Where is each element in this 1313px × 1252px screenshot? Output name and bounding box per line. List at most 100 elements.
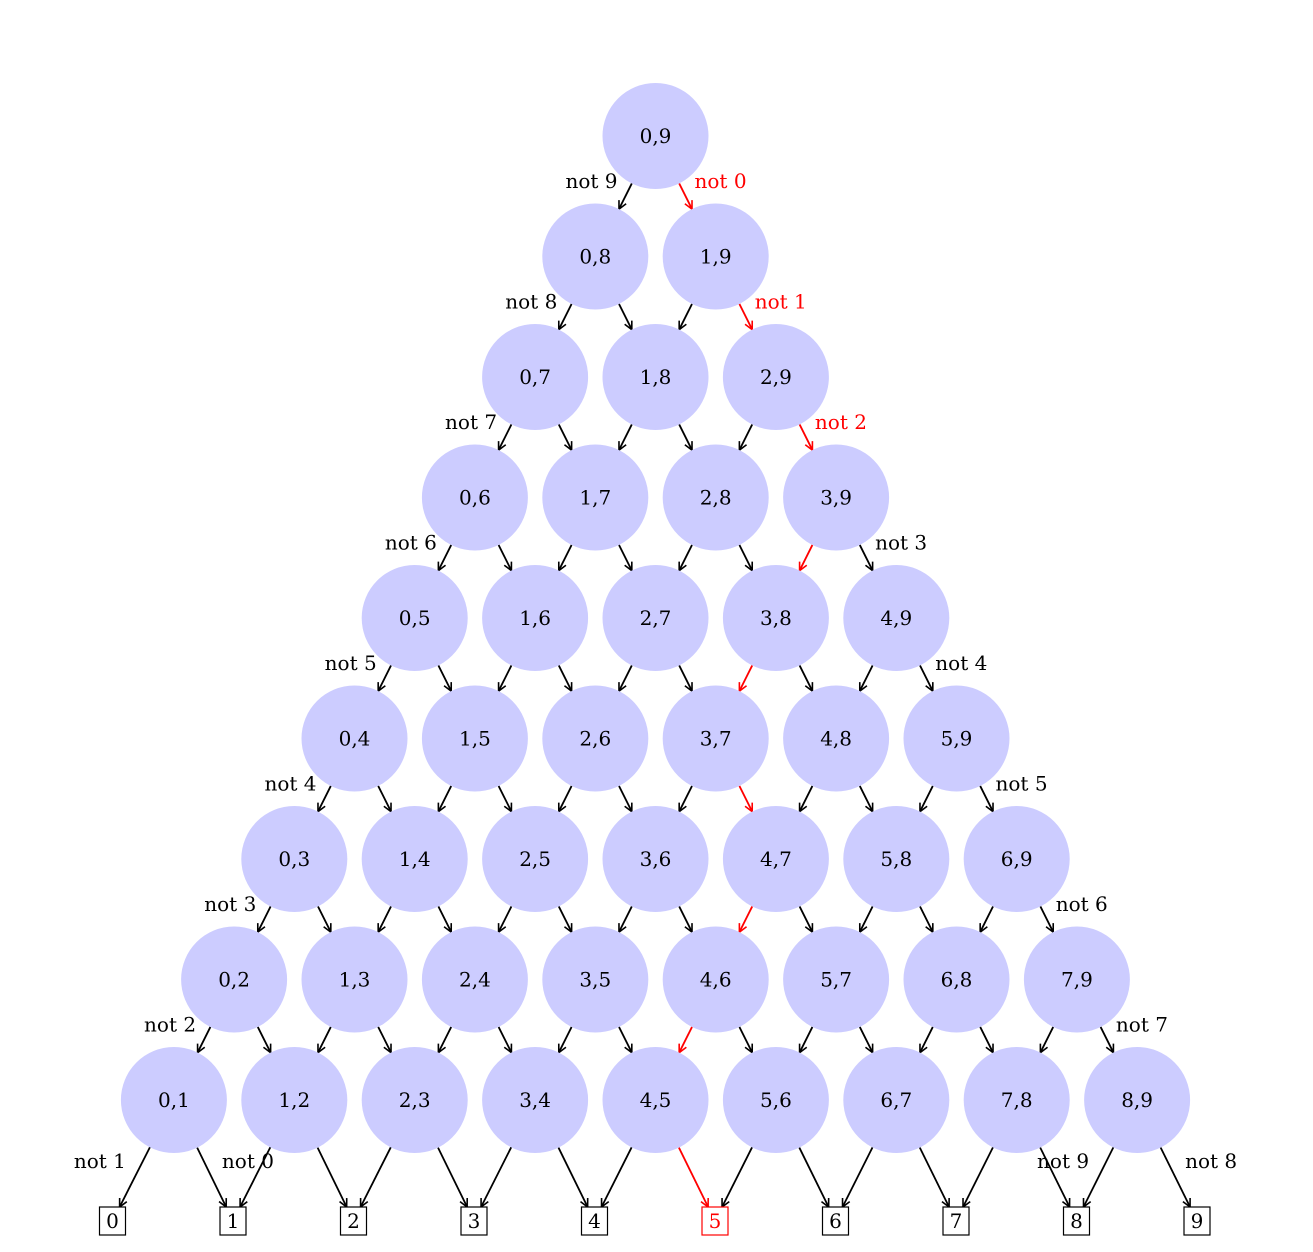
edge-arrow xyxy=(557,665,573,691)
edge-arrow xyxy=(618,183,633,209)
edge-arrow xyxy=(962,1146,994,1207)
edge-arrow xyxy=(858,1026,874,1053)
dag-node: 2,5 xyxy=(482,806,589,912)
edge-arrow xyxy=(1039,1147,1069,1207)
node-circle xyxy=(482,1047,589,1153)
edge-label: not 2 xyxy=(815,410,867,434)
node-label: 5,9 xyxy=(941,727,973,751)
node-circle xyxy=(241,806,348,912)
edge-arrow xyxy=(317,1026,332,1053)
edge-arrow xyxy=(437,1026,453,1053)
node-circle xyxy=(722,324,829,430)
edge-arrow xyxy=(557,906,573,932)
node-label: 4,5 xyxy=(640,1088,672,1112)
node-label: 4,6 xyxy=(700,968,732,992)
edge-arrow xyxy=(317,785,332,812)
edge-arrow xyxy=(678,544,693,571)
edge-arrow xyxy=(798,1026,814,1053)
edge-arrow xyxy=(979,1026,994,1053)
node-circle xyxy=(722,806,829,912)
edge-arrow xyxy=(678,1026,693,1053)
leaf-label: 9 xyxy=(1191,1209,1204,1233)
dag-node: 0,6 xyxy=(421,444,528,551)
leaf-label: 5 xyxy=(709,1209,722,1233)
edge-arrow xyxy=(557,1026,573,1053)
node-label: 5,8 xyxy=(880,847,912,871)
leaf-box-border xyxy=(339,1206,368,1236)
dag-node: 5,7 xyxy=(783,926,890,1033)
edge-arrow xyxy=(738,544,754,571)
edge-arrow xyxy=(557,544,573,571)
node-label: 0,5 xyxy=(399,606,431,630)
edge-label: not 8 xyxy=(505,290,557,314)
node-label: 1,8 xyxy=(640,365,672,389)
node-label: 5,6 xyxy=(760,1088,792,1112)
edge-arrow xyxy=(798,1147,828,1207)
node-label: 3,8 xyxy=(760,606,792,630)
edge-arrow xyxy=(678,665,693,691)
node-circle xyxy=(783,926,890,1033)
dag-node: 7,8 xyxy=(963,1047,1070,1153)
edge-arrow xyxy=(618,906,633,932)
edge-arrow xyxy=(919,1026,934,1053)
node-label: 6,7 xyxy=(880,1088,912,1112)
node-circle xyxy=(542,685,649,792)
node-label: 6,9 xyxy=(1001,847,1033,871)
edge-arrow xyxy=(858,906,874,932)
edge-label: not 5 xyxy=(996,772,1048,796)
edge-arrow xyxy=(798,906,814,932)
leaf-box-border xyxy=(98,1206,127,1236)
node-label: 0,4 xyxy=(339,727,371,751)
leaf-box-border xyxy=(942,1206,970,1236)
node-label: 1,3 xyxy=(339,968,371,992)
edge-arrow xyxy=(256,1026,272,1053)
edge-label: not 6 xyxy=(385,531,437,555)
edge-arrow xyxy=(557,303,573,330)
node-circle xyxy=(421,444,528,551)
edge-arrow xyxy=(557,1147,587,1207)
node-label: 0,9 xyxy=(640,124,672,148)
dag-node: 1,9 xyxy=(662,203,769,310)
edge-arrow xyxy=(979,906,994,932)
node-label: 1,2 xyxy=(278,1088,310,1112)
node-label: 1,4 xyxy=(399,847,431,871)
leaf-box: 0 xyxy=(98,1206,127,1236)
dag-node: 2,7 xyxy=(602,565,709,671)
leaf-box: 2 xyxy=(339,1206,368,1236)
edge-arrow xyxy=(919,906,934,932)
leaf-box: 6 xyxy=(821,1206,850,1236)
edge-arrow xyxy=(377,785,392,812)
leaf-box-border xyxy=(460,1206,488,1236)
edge-arrow xyxy=(497,1026,513,1053)
node-circle xyxy=(722,565,829,671)
node-label: 1,5 xyxy=(459,727,491,751)
leaf-box: 5 xyxy=(701,1206,729,1236)
edge-arrow xyxy=(618,785,633,812)
node-label: 0,6 xyxy=(459,486,491,510)
edge-arrow xyxy=(497,906,513,932)
edge-arrow xyxy=(377,665,392,691)
dag-node: 5,6 xyxy=(722,1047,829,1153)
node-circle xyxy=(963,806,1070,912)
edge-arrow xyxy=(678,303,693,330)
edge-label: not 9 xyxy=(565,169,617,193)
edge-arrow xyxy=(738,1026,754,1053)
edge-arrow xyxy=(858,785,874,812)
dag-node: 6,9 xyxy=(963,806,1070,912)
node-label: 2,7 xyxy=(640,606,672,630)
node-label: 3,4 xyxy=(519,1088,551,1112)
edge-label: not 7 xyxy=(445,410,497,434)
node-circle xyxy=(181,926,288,1033)
node-circle xyxy=(843,565,950,671)
edge-label: not 2 xyxy=(144,1013,196,1037)
edge-arrow xyxy=(841,1146,874,1207)
node-label: 1,7 xyxy=(579,486,611,510)
leaf-box: 3 xyxy=(460,1206,488,1236)
node-label: 0,7 xyxy=(519,365,551,389)
leaf-label: 1 xyxy=(227,1209,240,1233)
node-circle xyxy=(542,926,649,1033)
edge-label: not 1 xyxy=(755,290,807,314)
